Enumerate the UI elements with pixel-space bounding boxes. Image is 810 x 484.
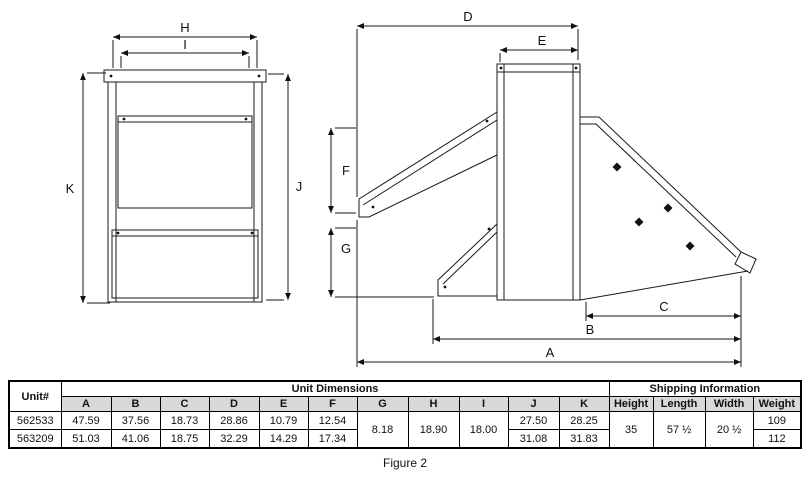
upper-chute bbox=[358, 111, 498, 218]
unit-dimensions-table: Unit# Unit Dimensions Shipping Informati… bbox=[8, 380, 803, 449]
dim-value-a: 51.03 bbox=[60, 429, 112, 449]
dim-label-j: J bbox=[296, 179, 303, 194]
col-header-weight: Weight bbox=[752, 396, 802, 412]
ship-weight: 109 bbox=[752, 411, 802, 430]
fastener-dots-front bbox=[109, 74, 261, 235]
col-header-c: C bbox=[159, 396, 210, 412]
front-lower-panel bbox=[111, 229, 259, 299]
dim-value-h: 18.90 bbox=[407, 411, 460, 449]
dimension-e bbox=[499, 47, 578, 62]
dim-label-k: K bbox=[66, 181, 75, 196]
dimension-d bbox=[356, 23, 579, 197]
dim-value-b: 37.56 bbox=[110, 411, 161, 430]
dimension-j bbox=[266, 73, 291, 301]
dim-value-c: 18.75 bbox=[159, 429, 210, 449]
dim-value-j: 27.50 bbox=[507, 411, 560, 430]
col-header-d: D bbox=[208, 396, 260, 412]
hood-slope bbox=[598, 116, 742, 253]
dimension-g bbox=[328, 227, 434, 298]
dim-value-c: 18.73 bbox=[159, 411, 210, 430]
dim-value-j: 31.08 bbox=[507, 429, 560, 449]
dim-label-h: H bbox=[180, 20, 189, 35]
col-header-j: J bbox=[507, 396, 560, 412]
dim-value-e: 14.29 bbox=[258, 429, 309, 449]
dimension-k bbox=[80, 72, 110, 304]
diamond-marker bbox=[634, 217, 644, 227]
unit-number-header: Unit# bbox=[8, 380, 62, 412]
diamond-marker bbox=[685, 241, 695, 251]
diamond-markers bbox=[612, 162, 695, 251]
front-view bbox=[103, 69, 267, 303]
dim-value-k: 31.83 bbox=[558, 429, 610, 449]
dim-label-i: I bbox=[183, 37, 187, 52]
col-header-k: K bbox=[558, 396, 610, 412]
dim-value-i: 18.00 bbox=[458, 411, 509, 449]
dim-label-a: A bbox=[546, 345, 555, 360]
ship-weight: 112 bbox=[752, 429, 802, 449]
dimension-h bbox=[112, 34, 258, 68]
dim-label-g: G bbox=[341, 241, 351, 256]
col-header-e: E bbox=[258, 396, 309, 412]
table-row: 562533 47.59 37.56 18.73 28.86 10.79 12.… bbox=[8, 411, 802, 449]
front-middle-panel bbox=[117, 115, 253, 209]
dimension-f bbox=[328, 127, 356, 214]
dim-label-b: B bbox=[586, 322, 595, 337]
dimension-c bbox=[585, 276, 742, 367]
dim-label-d: D bbox=[463, 9, 472, 24]
dim-value-f: 12.54 bbox=[307, 411, 358, 430]
dim-value-b: 41.06 bbox=[110, 429, 161, 449]
dimension-b bbox=[432, 299, 741, 344]
dim-value-d: 28.86 bbox=[208, 411, 260, 430]
dim-value-f: 17.34 bbox=[307, 429, 358, 449]
col-header-length: Length bbox=[652, 396, 706, 412]
technical-drawing: H I K J bbox=[66, 9, 757, 367]
figure-caption: Figure 2 bbox=[382, 456, 428, 470]
col-header-h: H bbox=[407, 396, 460, 412]
dimension-a bbox=[356, 220, 741, 367]
unit-number: 562533 bbox=[8, 411, 62, 430]
shipping-information-header: Shipping Information bbox=[608, 380, 802, 397]
table-row: 563209 51.03 41.06 18.75 32.29 14.29 17.… bbox=[8, 429, 802, 449]
side-view bbox=[358, 63, 757, 301]
col-header-height: Height bbox=[608, 396, 654, 412]
diamond-marker bbox=[612, 162, 622, 172]
dim-value-k: 28.25 bbox=[558, 411, 610, 430]
dim-label-e: E bbox=[538, 33, 547, 48]
ship-length: 57 ½ bbox=[652, 411, 706, 449]
col-header-f: F bbox=[307, 396, 358, 412]
dim-value-a: 47.59 bbox=[60, 411, 112, 430]
unit-number: 563209 bbox=[8, 429, 62, 449]
dim-value-g: 8.18 bbox=[356, 411, 409, 449]
col-header-a: A bbox=[60, 396, 112, 412]
hood-foot bbox=[734, 251, 757, 274]
dim-value-e: 10.79 bbox=[258, 411, 309, 430]
unit-dimensions-header: Unit Dimensions bbox=[60, 380, 610, 397]
col-header-b: B bbox=[110, 396, 161, 412]
col-header-width: Width bbox=[704, 396, 754, 412]
dim-label-f: F bbox=[342, 163, 350, 178]
col-header-i: I bbox=[458, 396, 509, 412]
diamond-marker bbox=[663, 203, 673, 213]
side-column bbox=[496, 63, 581, 301]
dim-value-d: 32.29 bbox=[208, 429, 260, 449]
dim-label-c: C bbox=[659, 299, 668, 314]
col-header-g: G bbox=[356, 396, 409, 412]
dimension-i bbox=[120, 50, 250, 68]
ship-height: 35 bbox=[608, 411, 654, 449]
fastener-dots-side bbox=[371, 66, 578, 289]
lower-chute bbox=[437, 223, 498, 297]
front-body bbox=[107, 81, 263, 303]
front-top-lip bbox=[103, 69, 267, 83]
ship-width: 20 ½ bbox=[704, 411, 754, 449]
